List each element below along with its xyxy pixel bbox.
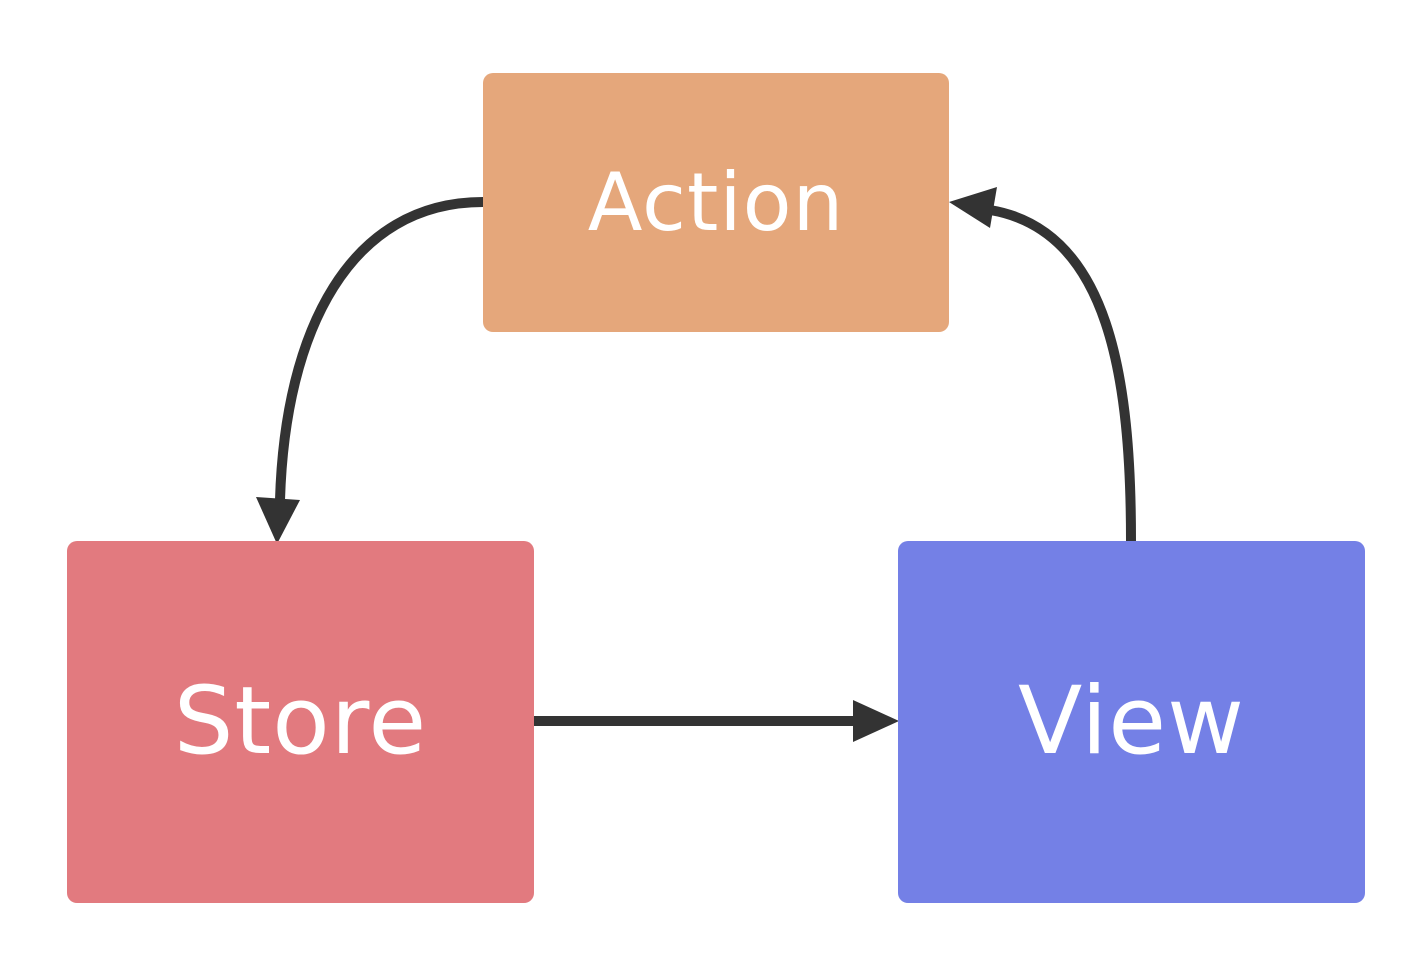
arrowhead-view-to-action bbox=[949, 187, 997, 228]
view-label: View bbox=[1017, 667, 1246, 776]
arrowhead-action-to-store bbox=[256, 497, 300, 544]
action-label: Action bbox=[587, 155, 845, 249]
store-node: Store bbox=[67, 541, 534, 903]
store-label: Store bbox=[173, 667, 428, 776]
edge-action-to-store bbox=[275, 197, 484, 501]
view-node: View bbox=[898, 541, 1365, 903]
action-node: Action bbox=[483, 73, 949, 332]
arrowhead-store-to-view bbox=[853, 700, 899, 742]
edge-view-to-action bbox=[989, 205, 1136, 542]
